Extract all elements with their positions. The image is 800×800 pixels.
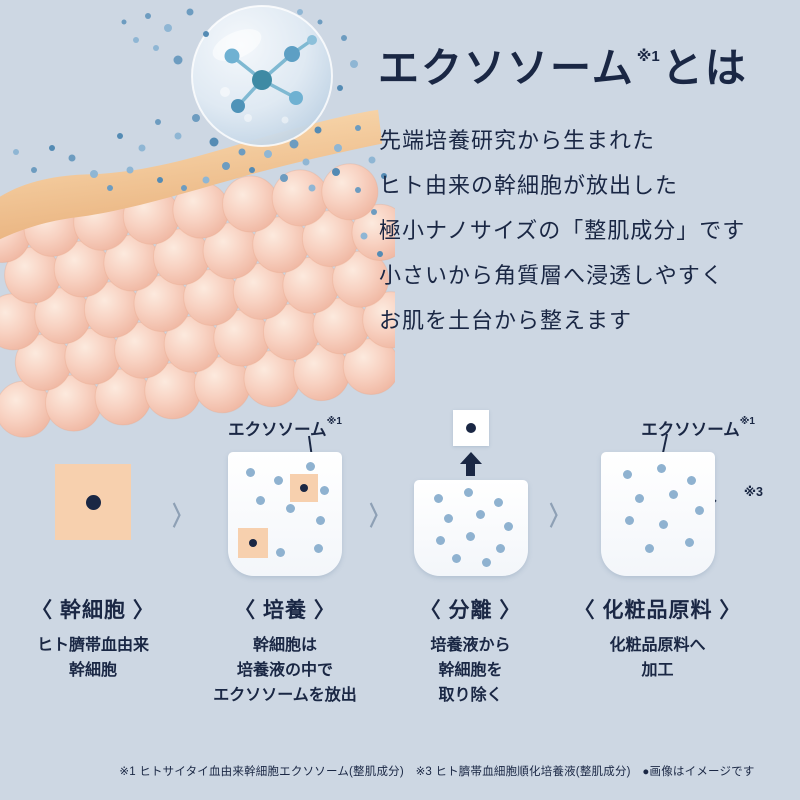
exosome-dot [465, 532, 475, 541]
exosome-dot [684, 538, 694, 547]
cell-nucleus-dot [85, 494, 101, 510]
chevron-right-icon: 〉 [172, 501, 192, 531]
step-label-cosmetic-material: 〈 化粧品原料 〉 [573, 599, 742, 622]
step-caption: 幹細胞は 培養液の中で エクソソームを放出 [213, 633, 357, 708]
description-line: お肌を土台から整えます [379, 308, 633, 333]
cosmetic-material-beaker [600, 452, 715, 576]
title-footnote-ref: ※1 [636, 48, 660, 66]
cell-layers [0, 109, 395, 438]
exosome-dot [443, 514, 453, 523]
page-title: エクソソーム※1とは [378, 34, 748, 94]
exosome-dot [503, 522, 513, 531]
exosome-dot [316, 516, 325, 525]
exosome-annotation: エクソソーム※1 [195, 416, 375, 440]
up-arrow-icon [459, 452, 482, 476]
step-caption: 化粧品原料へ 加工 [609, 633, 705, 683]
caption-line: エクソソームを放出 [213, 687, 357, 704]
exosome-dot [481, 558, 491, 567]
cell-nucleus-dot [465, 423, 476, 433]
exosome-annotation: エクソソーム※1 [560, 416, 755, 440]
exosome-dot [314, 544, 323, 553]
exosome-dot [644, 544, 654, 553]
stem-cell-visual [18, 408, 168, 576]
exosome-dot [493, 498, 503, 507]
exosome-dot [451, 554, 461, 563]
exosome-dot [658, 520, 668, 529]
exosome-dot [624, 516, 634, 525]
exosome-dot [622, 470, 632, 479]
exosome-dot [495, 544, 505, 553]
caption-line: 取り除く [438, 687, 503, 704]
annotation-text: エクソソーム [641, 421, 740, 439]
description-line: 極小ナノサイズの「整肌成分」です [379, 218, 746, 243]
step-label-stem-cell: 〈 幹細胞 〉 [31, 599, 155, 622]
step-label-culture: 〈 培養 〉 [234, 599, 336, 622]
step-separation: 〈 分離 〉 培養液から 幹細胞を 取り除く [383, 408, 558, 708]
cell-nucleus-dot [249, 539, 257, 547]
step-caption: 培養液から 幹細胞を 取り除く [430, 633, 510, 708]
annotation-text: エクソソーム [228, 421, 327, 439]
caption-line: 培養液から [430, 637, 511, 654]
description-line: ヒト由来の幹細胞が放出した [379, 173, 679, 198]
skin-cells-illustration [0, 5, 395, 438]
title-main: エクソソーム [378, 45, 635, 91]
step-cosmetic-material: エクソソーム※1 ※3 〈 化粧品原料 〉 [560, 408, 763, 683]
step-stem-cell: 〈 幹細胞 〉 ヒト臍帯血由来 幹細胞 [18, 408, 168, 683]
title-suffix: とは [661, 45, 748, 91]
exosome-dot [668, 490, 678, 499]
step-caption: ヒト臍帯血由来 幹細胞 [37, 633, 149, 683]
description-line: 先端培養研究から生まれた [379, 128, 656, 153]
cosmetic-material-visual: エクソソーム※1 ※3 [560, 408, 763, 576]
separation-beaker [413, 480, 528, 576]
annotation-note: ※1 [739, 415, 755, 427]
exosome-dot [246, 468, 255, 477]
exosome-dot [656, 464, 666, 473]
stem-cell-in-beaker [238, 528, 268, 558]
caption-line: 幹細胞 [68, 662, 117, 679]
culture-beaker [228, 452, 342, 576]
exosome-dot [475, 510, 485, 519]
process-diagram: 〈 幹細胞 〉 ヒト臍帯血由来 幹細胞 〉 エクソソーム※1 [0, 408, 800, 738]
scatter-dots [13, 8, 387, 257]
caption-line: 幹細胞は [252, 637, 317, 654]
chevron-right-icon: 〉 [369, 501, 389, 531]
exosome-dot [435, 536, 445, 545]
description-block: 先端培養研究から生まれた ヒト由来の幹細胞が放出した 極小ナノサイズの「整肌成分… [379, 118, 745, 343]
caption-line: ヒト臍帯血由来 [36, 637, 149, 654]
caption-line: 加工 [641, 662, 674, 679]
removed-stem-cell-square [452, 410, 489, 446]
skin-surface-layer [0, 109, 383, 257]
description-line: 小さいから角質層へ浸透しやすく [379, 263, 724, 288]
step-culture: エクソソーム※1 〈 培養 〉 幹細胞は [195, 408, 375, 708]
separation-visual [383, 408, 558, 576]
exosome-dot [634, 494, 644, 503]
exosome-dot [306, 462, 315, 471]
exosome-dot [274, 476, 283, 485]
caption-line: 培養液の中で [236, 662, 333, 679]
exosome-dot [320, 486, 329, 495]
caption-line: 化粧品原料へ [609, 637, 706, 654]
exosome-sphere [191, 5, 333, 147]
stem-cell-square [55, 464, 131, 540]
exosome-dot [276, 548, 285, 557]
exosome-dot [433, 494, 443, 503]
exosome-dot [686, 476, 696, 485]
side-note-ref: ※3 [743, 485, 763, 499]
culture-visual: エクソソーム※1 [195, 408, 375, 576]
cell-nucleus-dot [300, 484, 308, 492]
chevron-right-icon: 〉 [549, 501, 569, 531]
exosome-dot [286, 504, 295, 513]
exosome-dot [256, 496, 265, 505]
exosome-dot [694, 506, 704, 515]
footnote: ※1 ヒトサイタイ血由来幹細胞エクソソーム(整肌成分) ※3 ヒト臍帯血細胞順化… [119, 766, 755, 778]
exosome-dot [463, 488, 473, 497]
step-label-separation: 〈 分離 〉 [419, 599, 522, 622]
annotation-note: ※1 [326, 415, 342, 427]
caption-line: 幹細胞を [438, 662, 503, 679]
stem-cell-in-beaker [290, 474, 318, 502]
